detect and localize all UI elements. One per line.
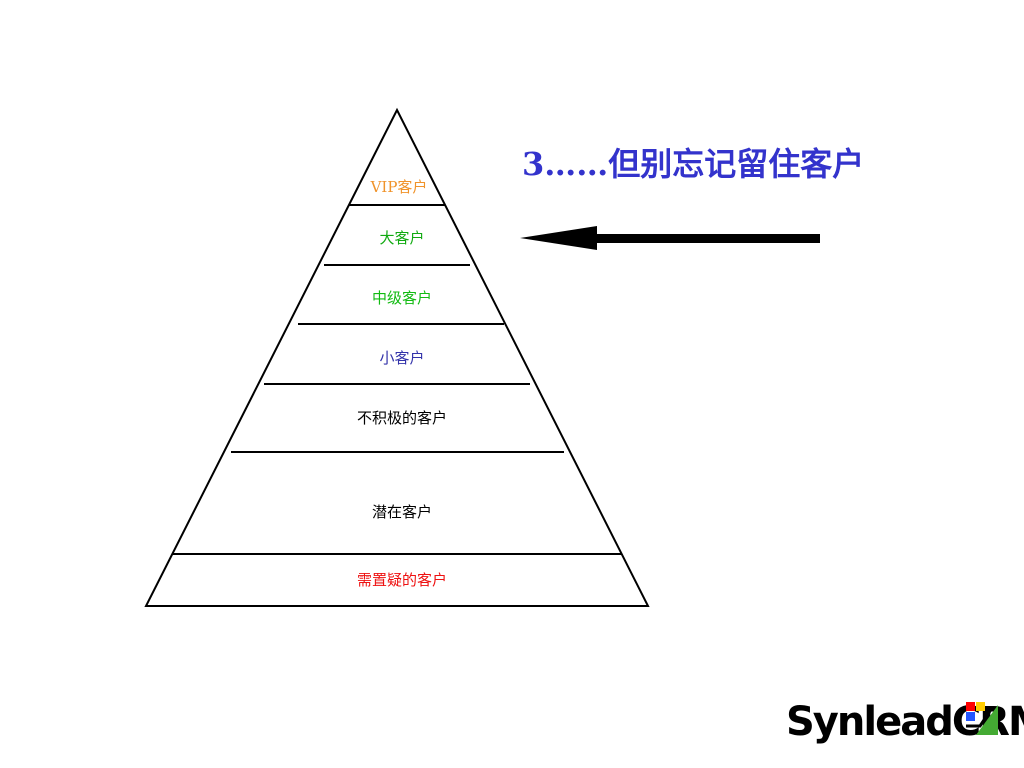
- layer-label-small: 小客户: [379, 349, 424, 367]
- layer-label-inactive: 不积极的客户: [357, 409, 447, 427]
- left-arrow-icon: [520, 226, 820, 250]
- layer-label-doubtful: 需置疑的客户: [357, 571, 447, 589]
- logo-mark-icon: [966, 702, 998, 735]
- layer-label-potential: 潜在客户: [372, 503, 432, 521]
- pyramid-outline: [144, 107, 650, 607]
- synlead-logo: SynleadCRM: [786, 699, 1024, 745]
- layer-label-medium: 中级客户: [372, 289, 432, 307]
- slide-title: 3……但别忘记留住客户: [522, 145, 864, 183]
- layer-label-vip: VIP客户: [370, 178, 428, 196]
- layer-label-large: 大客户: [379, 229, 424, 247]
